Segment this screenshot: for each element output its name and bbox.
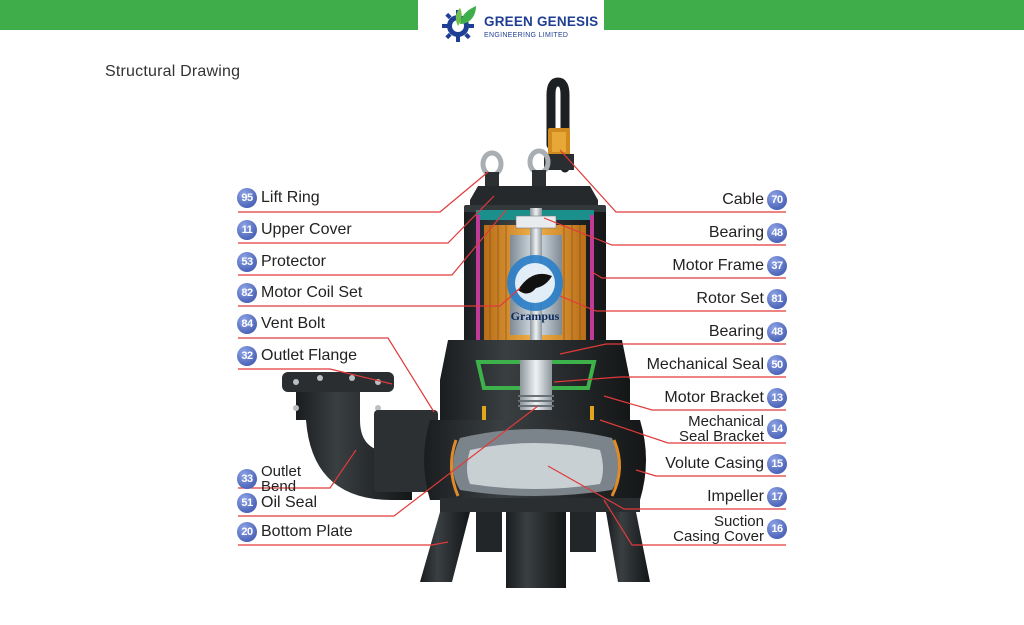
label-oil-seal: 51 Oil Seal bbox=[237, 493, 317, 513]
label-lift-ring: 95 Lift Ring bbox=[237, 188, 320, 208]
header-bar-right bbox=[604, 0, 1024, 30]
company-logo: GREEN GENESIS ENGINEERING LIMITED bbox=[440, 4, 600, 44]
grampus-emblem: Grampus bbox=[507, 255, 563, 323]
part-number-badge: 81 bbox=[767, 289, 787, 309]
part-number-badge: 15 bbox=[767, 454, 787, 474]
part-name: Cable bbox=[722, 191, 764, 208]
part-name: Oil Seal bbox=[261, 494, 318, 511]
part-number-badge: 48 bbox=[767, 322, 787, 342]
label-outlet-bend: 33 Outlet Bend bbox=[237, 463, 301, 495]
label-volute-casing: 15 Volute Casing bbox=[665, 454, 787, 474]
part-name: Mechanical Seal bbox=[646, 356, 764, 373]
outlet-bend-graphic bbox=[282, 372, 438, 500]
label-mechanical-seal-bracket: 14 Mechanical Seal Bracket bbox=[679, 413, 787, 445]
part-name: Rotor Set bbox=[696, 290, 764, 307]
part-number-badge: 33 bbox=[237, 469, 257, 489]
gear-leaf-icon bbox=[442, 6, 476, 42]
part-number-badge: 82 bbox=[237, 283, 257, 303]
lift-ring-graphic bbox=[480, 148, 551, 188]
label-motor-coil-set: 82 Motor Coil Set bbox=[237, 283, 362, 303]
part-name: Bearing bbox=[708, 323, 764, 340]
label-suction-casing-cover: 16 Suction Casing Cover bbox=[673, 513, 787, 545]
label-cable: 70 Cable bbox=[722, 190, 787, 210]
label-rotor-set: 81 Rotor Set bbox=[696, 289, 787, 309]
part-number-badge: 53 bbox=[237, 252, 257, 272]
cable bbox=[544, 77, 574, 173]
part-name: Suction Casing Cover bbox=[673, 513, 764, 545]
part-name: Bottom Plate bbox=[261, 523, 353, 540]
part-name: Upper Cover bbox=[261, 221, 352, 238]
label-bearing-lower: 48 Bearing bbox=[709, 322, 787, 342]
upper-cover-graphic bbox=[470, 186, 598, 210]
part-name: Mechanical Seal Bracket bbox=[678, 413, 764, 445]
part-number-badge: 50 bbox=[767, 355, 787, 375]
part-name: Lift Ring bbox=[261, 189, 320, 206]
part-name: Outlet Flange bbox=[261, 347, 358, 364]
part-name: Impeller bbox=[707, 488, 764, 505]
page-title: Structural Drawing bbox=[105, 63, 241, 80]
part-number-badge: 37 bbox=[767, 256, 787, 276]
volute-casing-graphic bbox=[424, 420, 646, 500]
label-vent-bolt: 84 Vent Bolt bbox=[237, 314, 325, 334]
label-motor-frame: 37 Motor Frame bbox=[672, 256, 787, 276]
part-name: Vent Bolt bbox=[261, 315, 326, 332]
part-name: Motor Frame bbox=[672, 257, 764, 274]
label-protector: 53 Protector bbox=[237, 252, 326, 272]
mechanical-seal-housing bbox=[475, 360, 597, 390]
part-number-badge: 16 bbox=[767, 519, 787, 539]
part-number-badge: 13 bbox=[767, 388, 787, 408]
label-upper-cover: 11 Upper Cover bbox=[237, 220, 352, 240]
label-bottom-plate: 20 Bottom Plate bbox=[237, 522, 353, 542]
label-mechanical-seal: 50 Mechanical Seal bbox=[647, 355, 787, 375]
part-number-badge: 70 bbox=[767, 190, 787, 210]
label-impeller: 17 Impeller bbox=[707, 487, 787, 507]
part-name: Bearing bbox=[708, 224, 764, 241]
nameplate-text: Grampus bbox=[511, 309, 560, 323]
leader-lines-left bbox=[238, 171, 539, 546]
part-number-badge: 51 bbox=[237, 493, 257, 513]
part-number-badge: 95 bbox=[237, 188, 257, 208]
brand-name: GREEN GENESIS bbox=[484, 14, 599, 29]
part-name: Protector bbox=[261, 253, 326, 270]
label-bearing-upper: 48 Bearing bbox=[709, 223, 787, 243]
part-number-badge: 32 bbox=[237, 346, 257, 366]
label-outlet-flange: 32 Outlet Flange bbox=[237, 346, 357, 366]
part-number-badge: 17 bbox=[767, 487, 787, 507]
part-name: Motor Bracket bbox=[664, 389, 764, 406]
label-motor-bracket: 13 Motor Bracket bbox=[664, 388, 787, 408]
brand-subtitle: ENGINEERING LIMITED bbox=[484, 32, 569, 39]
part-number-badge: 11 bbox=[237, 220, 257, 240]
part-name: Motor Coil Set bbox=[261, 284, 363, 301]
part-name: Volute Casing bbox=[665, 455, 764, 472]
header-bar-left bbox=[0, 0, 418, 30]
part-number-badge: 20 bbox=[237, 522, 257, 542]
part-name: Outlet Bend bbox=[261, 463, 302, 495]
part-number-badge: 48 bbox=[767, 223, 787, 243]
part-number-badge: 84 bbox=[237, 314, 257, 334]
part-number-badge: 14 bbox=[767, 419, 787, 439]
bottom-plate-graphic bbox=[420, 498, 650, 588]
leader-lines-right bbox=[543, 149, 786, 546]
